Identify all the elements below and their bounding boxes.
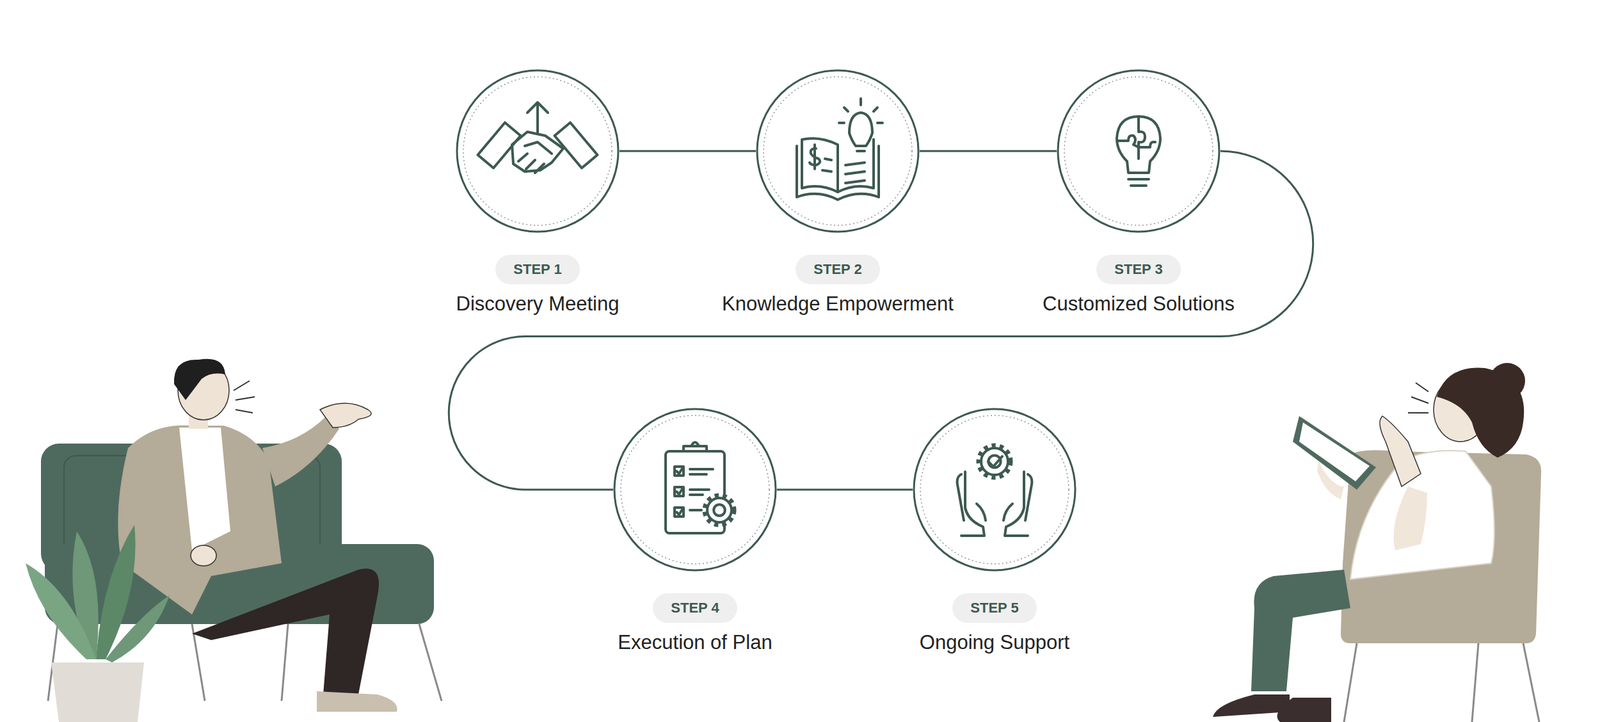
step-badge: STEP 1	[495, 254, 580, 285]
potted-plant	[25, 524, 170, 722]
step-node: STEP 3 Customized Solutions	[991, 69, 1286, 316]
step-label: Knowledge Empowerment	[721, 292, 954, 316]
step-node: STEP 2 Knowledge Empowerment	[690, 69, 985, 316]
step-label: Ongoing Support	[919, 631, 1070, 655]
step-node: STEP 4 Execution of Plan	[547, 407, 843, 655]
step-badge: STEP 4	[652, 593, 737, 623]
connector-line	[919, 150, 1057, 153]
step-node: STEP 5 Ongoing Support	[847, 407, 1142, 655]
step-circle	[613, 407, 777, 572]
step-circle	[455, 69, 620, 233]
step-circle	[1056, 69, 1221, 233]
step-badge: STEP 5	[952, 593, 1037, 623]
woman-figure	[1212, 362, 1526, 722]
step-label: Discovery Meeting	[456, 292, 620, 316]
man-figure	[117, 359, 397, 712]
step-circle	[912, 407, 1077, 572]
connector-line	[619, 150, 756, 153]
connector-line	[776, 488, 913, 491]
step-label: Customized Solutions	[1042, 292, 1235, 316]
step-badge: STEP 3	[1096, 254, 1181, 285]
armchair	[1340, 449, 1542, 722]
step-circle	[755, 69, 920, 233]
step-label: Execution of Plan	[617, 631, 772, 655]
step-node: STEP 1 Discovery Meeting	[390, 69, 685, 316]
step-badge: STEP 2	[795, 254, 880, 285]
